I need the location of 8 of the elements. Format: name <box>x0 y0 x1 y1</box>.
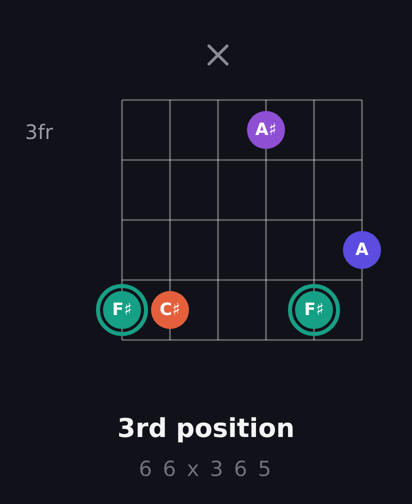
root-note-dot: F♯ <box>288 284 340 336</box>
note-dot: A <box>343 231 381 269</box>
fret-number: 3fr <box>25 120 53 144</box>
root-note-dot: F♯ <box>96 284 148 336</box>
note-dot: C♯ <box>151 291 189 329</box>
note-dot: A♯ <box>247 111 285 149</box>
chord-title: 3rd position <box>117 414 295 444</box>
fingering-text: 6 6 x 3 6 5 <box>138 457 274 481</box>
